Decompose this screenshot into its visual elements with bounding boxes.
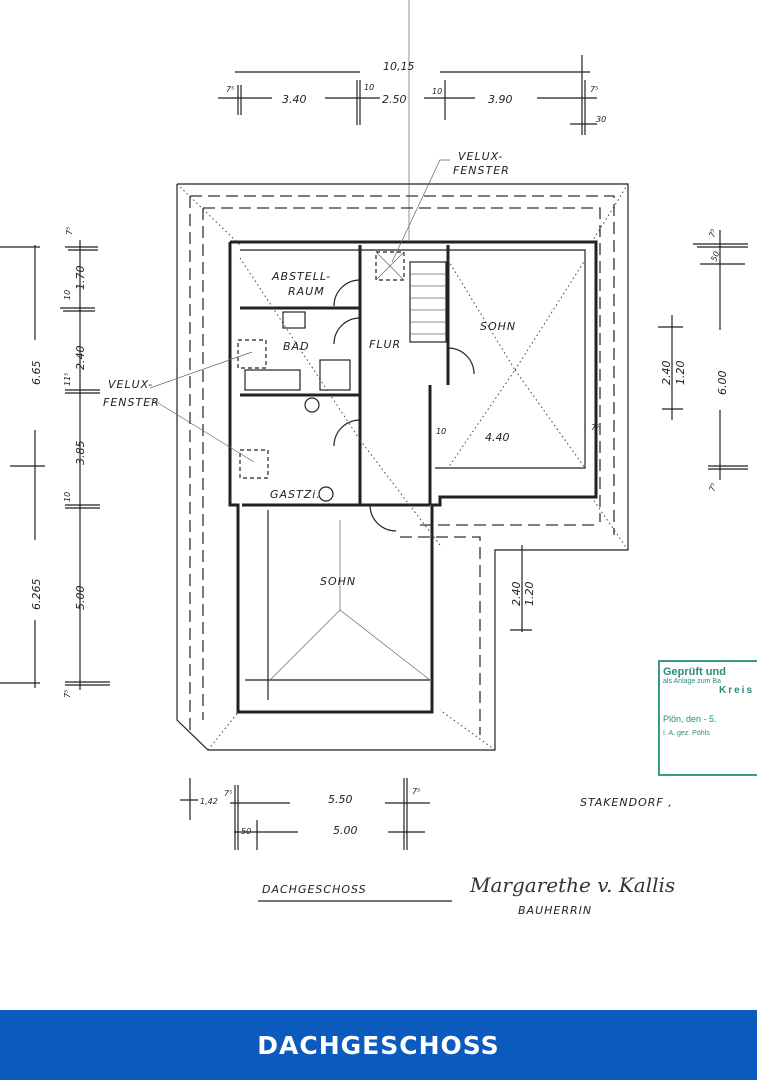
dim-left-d: 2.40 (74, 346, 87, 371)
room-label-flur: FLUR (369, 338, 401, 351)
place-label: STAKENDORF , (580, 796, 673, 809)
dim-top-t1: 7⁵ (226, 85, 234, 94)
room-label-sohn-lower: SOHN (320, 575, 356, 588)
dim-right-a: 7⁵ (707, 228, 718, 239)
signature: Margarethe v. Kallis (469, 873, 675, 897)
dim-left-g: 10 (63, 492, 72, 502)
right-dimensions (510, 230, 748, 632)
dim-right-f: 7⁵ (707, 482, 718, 493)
stamp-line-2: als Anlage zum Ba (663, 678, 721, 685)
dim-inner-4-40: 4.40 (485, 431, 510, 444)
dim-left-outer-1: 6.65 (30, 361, 43, 386)
velux-leader-top (391, 159, 450, 263)
title-banner: DACHGESCHOSS (0, 1010, 757, 1080)
velux-leader-left-2 (149, 397, 255, 463)
dim-bottom-a: 1,42 (200, 797, 218, 806)
dim-left-b: 1.70 (74, 266, 87, 291)
dim-bottom-f: 5.00 (333, 824, 358, 837)
stamp-line-5: I. A. gez. Pöhls (663, 730, 710, 737)
stamp-line-1: Geprüft und (663, 666, 726, 678)
approval-stamp: Geprüft und als Anlage zum Ba Kreis Plön… (658, 660, 757, 776)
dim-top-t2: 10 (364, 83, 374, 92)
floor-plan: 10,15 3.40 2.50 3.90 7⁵ 10 10 7⁵ 30 6.65… (0, 0, 748, 917)
velux-leader-left-1 (149, 351, 253, 389)
signature-role: BAUHERRIN (518, 904, 592, 917)
dim-top-3: 3.90 (488, 93, 513, 106)
dim-top-t4: 7⁵ (590, 85, 598, 94)
velux-label-top-2: FENSTER (453, 164, 510, 177)
roof-outline (176, 183, 629, 751)
dim-top-2: 2.50 (382, 93, 407, 106)
dim-right-e: 1.20 (674, 361, 687, 386)
stamp-line-3: Kreis (718, 685, 754, 696)
room-label-sohn-upper: SOHN (480, 320, 516, 333)
dim-right-c: 6.00 (716, 371, 729, 396)
plan-title: DACHGESCHOSS (262, 883, 367, 896)
left-dimensions (0, 240, 110, 690)
dim-bottom-b: 7⁵ (224, 789, 232, 798)
dim-overall-width: 10,15 (383, 60, 415, 73)
velux-label-left-2: FENSTER (103, 396, 160, 409)
room-label-bad: BAD (283, 340, 310, 353)
house-walls (228, 240, 598, 714)
dim-left-h: 5.00 (74, 586, 87, 611)
dim-right-h: 1.20 (523, 582, 536, 607)
dim-top-t3: 10 (432, 87, 442, 96)
room-label-gastzimmer: GASTZi. (270, 488, 321, 501)
room-label-abstellraum-1: ABSTELL- (271, 270, 331, 283)
banner-title: DACHGESCHOSS (257, 1030, 500, 1060)
stamp-line-4: Plön, den - 5. (663, 714, 717, 724)
dim-bottom-e: 50 (241, 827, 251, 836)
dim-bottom-c: 5.50 (328, 793, 353, 806)
dim-left-outer-2: 6.265 (30, 579, 43, 611)
velux-label-left-1: VELUX- (108, 378, 153, 391)
bottom-dimensions (180, 778, 430, 850)
velux-label-top-1: VELUX- (458, 150, 503, 163)
dim-inner-75: 7⁵ (591, 423, 599, 432)
dim-bottom-d: 7⁵ (412, 787, 420, 796)
dim-right-b: 50 (709, 250, 721, 263)
dim-top-1: 3.40 (282, 93, 307, 106)
dim-left-e: 11⁵ (63, 373, 72, 386)
dim-inner-10: 10 (436, 427, 446, 436)
dim-left-i: 7⁵ (63, 690, 72, 698)
room-label-abstellraum-2: RAUM (288, 285, 325, 298)
dim-top-t5: 30 (596, 115, 606, 124)
dim-right-g: 2.40 (510, 582, 523, 607)
top-dimensions (218, 55, 597, 135)
dim-left-f: 3.85 (74, 441, 87, 466)
dim-right-d: 2.40 (660, 361, 673, 386)
dim-left-c: 10 (63, 290, 72, 300)
dim-left-a: 7⁵ (65, 227, 74, 235)
